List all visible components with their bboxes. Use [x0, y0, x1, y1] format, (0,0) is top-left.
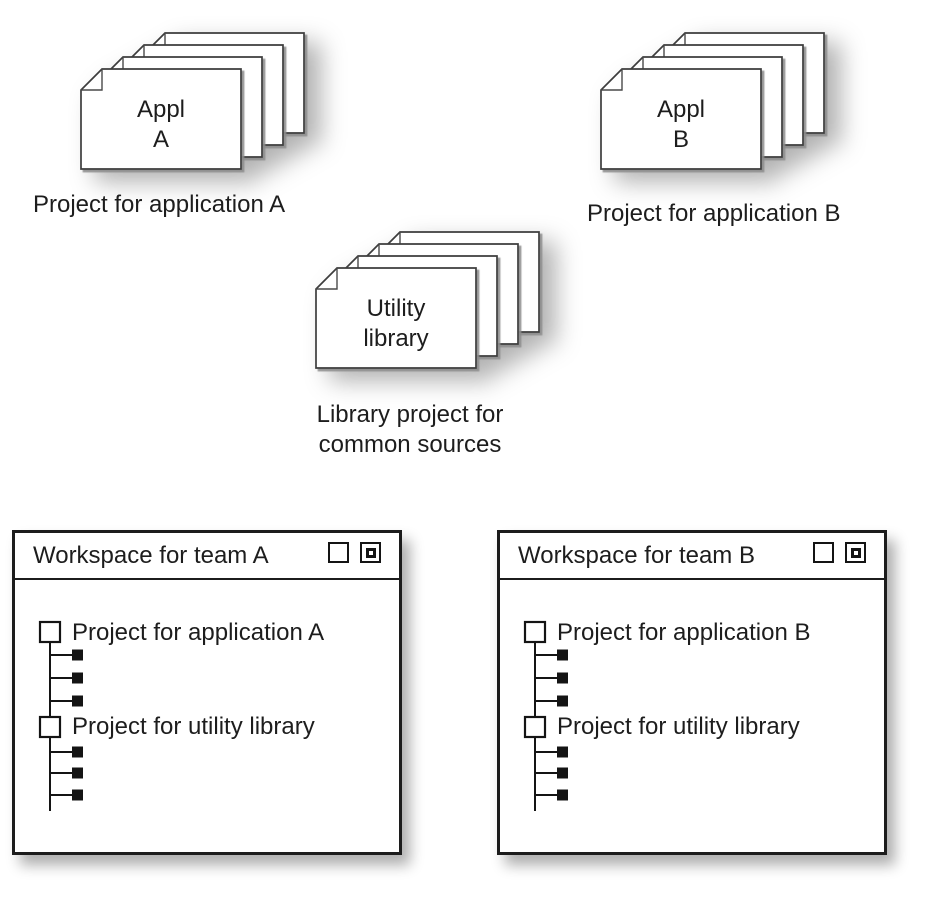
document-card-front — [600, 68, 762, 170]
tree-leaf-item[interactable] — [557, 672, 568, 684]
window-titlebar[interactable]: Workspace for team A — [15, 533, 399, 580]
workspace-window-team-b: Workspace for team B — [497, 530, 887, 855]
maximize-icon — [365, 547, 376, 558]
dog-ear-icon — [601, 69, 623, 91]
caption-line: common sources — [318, 431, 502, 458]
document-stack-graphic: Appl A — [80, 32, 305, 170]
card-title-line: Appl — [137, 96, 185, 123]
project-tree — [38, 620, 83, 811]
document-stack-graphic: Utility library — [315, 231, 540, 369]
project-tree — [523, 620, 568, 811]
document-card-front — [80, 68, 242, 170]
window-titlebar[interactable]: Workspace for team B — [500, 533, 884, 580]
tree-expand-box[interactable] — [38, 715, 62, 739]
tree-expand-box[interactable] — [523, 620, 547, 644]
card-title-line: B — [673, 126, 689, 153]
maximize-button[interactable] — [845, 542, 866, 563]
tree-leaf-item[interactable] — [557, 695, 568, 707]
document-card-front — [315, 267, 477, 369]
tree-leaf-item[interactable] — [72, 746, 83, 758]
window-title: Workspace for team A — [33, 542, 269, 569]
tree-leaf-item[interactable] — [557, 746, 568, 758]
tree-leaf-item[interactable] — [557, 789, 568, 801]
minimize-button[interactable] — [813, 542, 834, 563]
card-title-line: library — [363, 325, 428, 352]
tree-leaf-item[interactable] — [72, 767, 83, 779]
card-title-line: A — [153, 126, 169, 153]
tree-node-label[interactable]: Project for application B — [557, 619, 811, 646]
dog-ear-icon — [316, 268, 338, 290]
tree-expand-box[interactable] — [523, 715, 547, 739]
workspace-window-team-a: Workspace for team A — [12, 530, 402, 855]
tree-leaf-item[interactable] — [72, 672, 83, 684]
card-title-line: Appl — [657, 96, 705, 123]
tree-leaf-item[interactable] — [557, 767, 568, 779]
document-stack-app-b: Appl B — [580, 15, 860, 195]
tree-node-label[interactable]: Project for application A — [72, 619, 325, 646]
window-title: Workspace for team B — [518, 542, 755, 569]
dog-ear-icon — [81, 69, 103, 91]
tree-leaf-item[interactable] — [72, 789, 83, 801]
stack-caption-utility: Library project for common sources — [298, 400, 522, 460]
card-title-line: Utility — [367, 295, 426, 322]
document-stack-app-a: Appl A — [60, 15, 340, 195]
stack-caption-app-b: Project for application B — [587, 200, 841, 227]
document-stack-utility: Utility library — [295, 214, 575, 394]
tree-leaf-item[interactable] — [72, 695, 83, 707]
caption-line: Library project for — [316, 401, 504, 428]
stack-caption-app-a: Project for application A — [33, 191, 286, 218]
maximize-icon — [850, 547, 861, 558]
tree-node-label[interactable]: Project for utility library — [557, 713, 800, 740]
tree-leaf-item[interactable] — [557, 649, 568, 661]
window-content: Project for application A Project for ut… — [15, 580, 399, 850]
window-content: Project for application B Project for ut… — [500, 580, 884, 850]
tree-node-label[interactable]: Project for utility library — [72, 713, 315, 740]
minimize-button[interactable] — [328, 542, 349, 563]
tree-expand-box[interactable] — [38, 620, 62, 644]
maximize-button[interactable] — [360, 542, 381, 563]
document-stack-graphic: Appl B — [600, 32, 825, 170]
tree-leaf-item[interactable] — [72, 649, 83, 661]
